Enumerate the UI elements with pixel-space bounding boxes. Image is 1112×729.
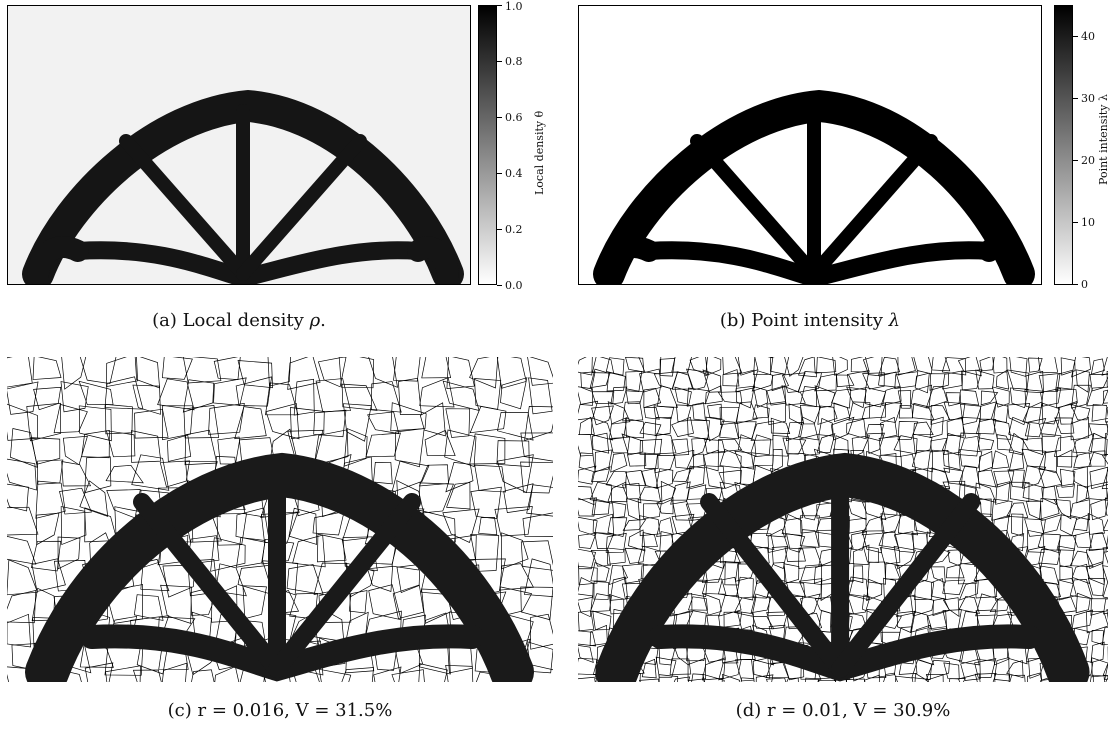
caption-d: (d) r = 0.01, V = 30.9% (735, 700, 951, 721)
density-plot-a (7, 5, 471, 285)
tick-label: 30 (1081, 92, 1095, 105)
tick-label: 0.2 (505, 223, 523, 236)
caption-symbol: ρ (309, 310, 321, 331)
caption-b: (b) Point intensity λ (578, 310, 1042, 331)
mesh-lines (578, 357, 1108, 682)
tick-label: 0.6 (505, 111, 523, 124)
tick-label: 10 (1081, 216, 1095, 229)
colorbar-b (1054, 5, 1073, 285)
caption-text: (a) Local density (152, 310, 310, 331)
structure-shape-a (22, 90, 464, 284)
colorbar-a (478, 5, 497, 285)
tick-label: 20 (1081, 154, 1095, 167)
voronoi-mesh-c (7, 357, 553, 682)
caption-text: . (320, 310, 326, 331)
tick-label: 40 (1081, 30, 1095, 43)
colorbar-label-a: Local density θ (533, 110, 546, 195)
structure-shape-b (593, 90, 1035, 284)
tick-label: 0.0 (505, 279, 523, 292)
tick-label: 0 (1081, 278, 1088, 291)
voronoi-mesh-d (578, 357, 1108, 682)
caption-a: (a) Local density ρ. (7, 310, 471, 331)
caption-symbol: λ (888, 310, 901, 331)
colorbar-label-b: Point intensity λ (1097, 94, 1110, 185)
tick-label: 1.0 (505, 0, 523, 13)
caption-text: (b) Point intensity (719, 310, 889, 331)
structure-shape (595, 452, 1090, 682)
structure-shape (25, 452, 534, 682)
tick-label: 0.8 (505, 55, 523, 68)
tick-label: 0.4 (505, 167, 523, 180)
caption-c: (c) r = 0.016, V = 31.5% (167, 700, 393, 721)
intensity-plot-b (578, 5, 1042, 285)
